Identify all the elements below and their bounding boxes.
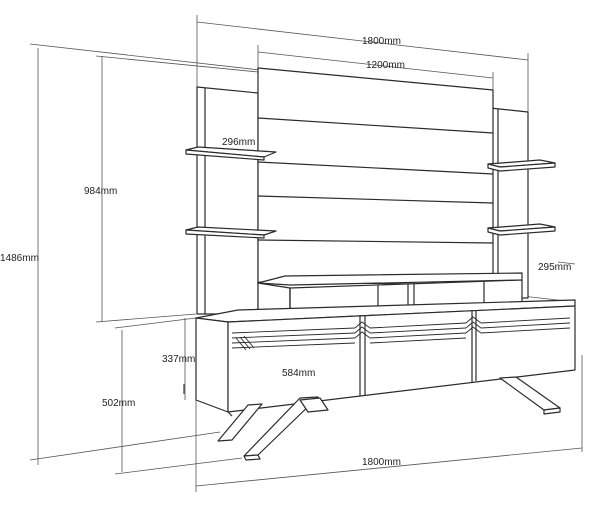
dim-line-total-width-bottom	[195, 447, 583, 487]
label-panel-height: 984mm	[84, 186, 117, 197]
cabinet-front	[227, 305, 576, 413]
right-side-panel	[489, 107, 529, 299]
open-shelf-top	[257, 272, 523, 286]
right-leg	[499, 376, 561, 411]
left-side-panel	[196, 86, 259, 315]
dim-line-total-width-top	[196, 21, 529, 61]
label-total-width-top: 1800mm	[362, 36, 401, 47]
furniture	[185, 67, 576, 461]
label-cabinet-height: 337mm	[162, 354, 195, 365]
back-panel	[257, 67, 494, 286]
left-leg-front	[217, 403, 263, 442]
dimension-lines	[29, 15, 583, 492]
label-side-shelf-depth: 295mm	[538, 262, 571, 273]
drawer-grooves	[231, 316, 571, 351]
cabinet-left-side	[195, 317, 229, 413]
label-total-height: 1486mm	[0, 253, 39, 264]
leg-brace	[299, 397, 329, 413]
label-total-width-bottom: 1800mm	[362, 457, 401, 468]
label-panel-width: 1200mm	[366, 60, 405, 71]
label-drawer-width: 584mm	[282, 368, 315, 379]
dim-line-panel-width	[257, 51, 494, 79]
label-shelf-width: 296mm	[222, 137, 255, 148]
label-base-height: 502mm	[102, 398, 135, 409]
